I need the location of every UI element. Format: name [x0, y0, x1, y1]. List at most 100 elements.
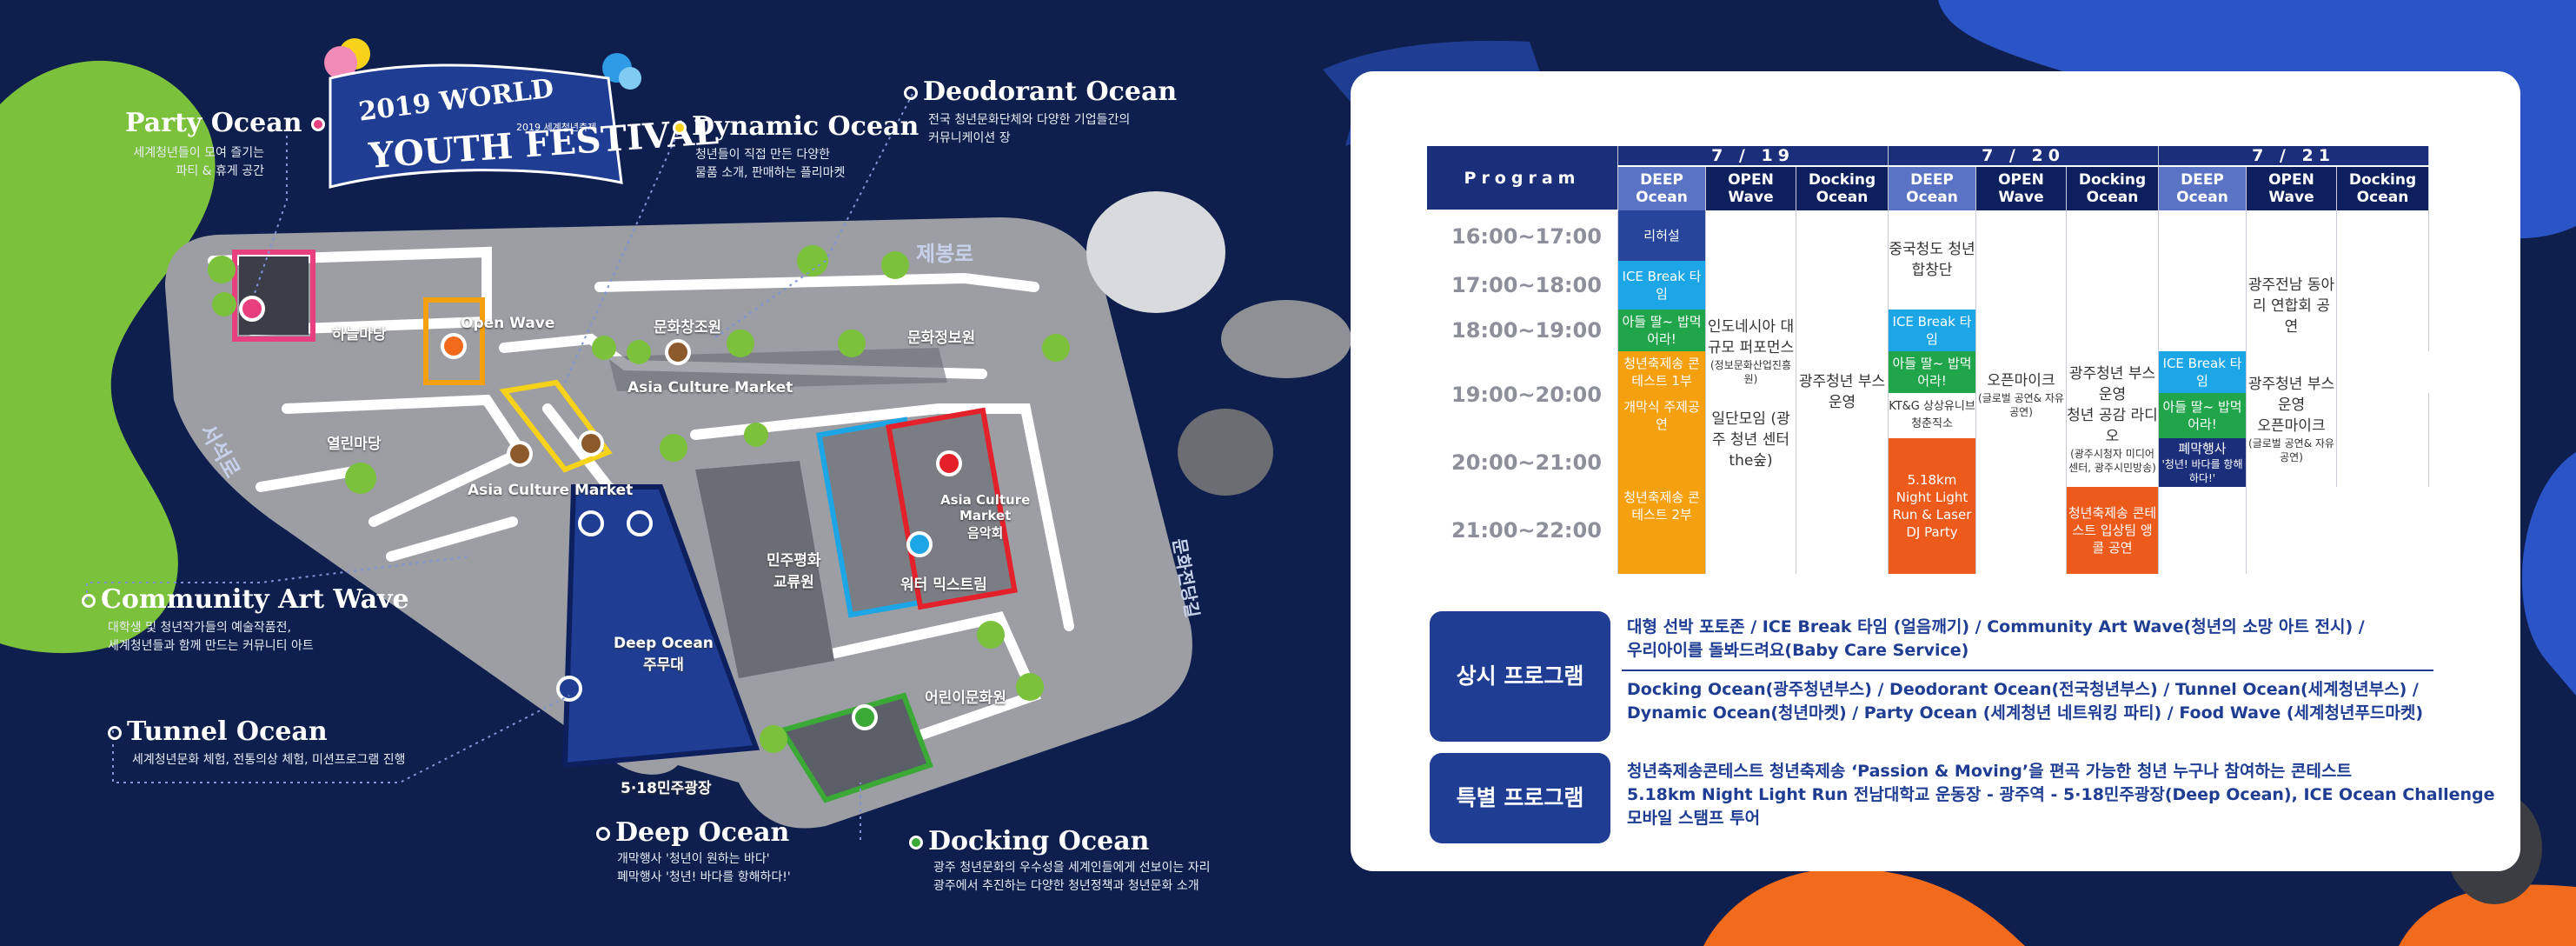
party-ocean-dot	[310, 117, 325, 131]
schedule-cell-empty	[1705, 487, 1796, 574]
schedule-cell: 폐막행사'청년! 바다를 항해하다!'	[2158, 438, 2247, 487]
schedule-cell-empty	[2336, 393, 2429, 487]
green-blob	[0, 60, 216, 654]
tunnel-ocean-desc: 세계청년문화 체험, 전통의상 체험, 미션프로그램 진행	[132, 753, 406, 767]
special-program-text: 청년축제송콘테스트 청년축제송 ‘Passion & Moving’을 편곡 가…	[1627, 762, 2495, 828]
date-7-19: 7 / 19	[1617, 146, 1889, 167]
schedule-cell: 인도네시아 대규모 퍼포먼스(정보문화산업진흥원)	[1705, 310, 1796, 393]
time-slot: 17:00~18:00	[1427, 261, 1618, 310]
concert-area	[886, 407, 1018, 610]
deodorant-ocean-dot	[904, 86, 918, 100]
tunnel-ocean-dot	[108, 726, 122, 740]
festival-flag	[329, 63, 623, 189]
deodorant-ocean-title: Deodorant Ocean	[904, 77, 1177, 107]
deep-ocean-title: Deep Ocean	[596, 817, 789, 848]
tunnel-ocean-title: Tunnel Ocean	[108, 716, 328, 747]
sky-yard	[232, 250, 315, 342]
schedule-cell: ICE Break 타임	[1617, 261, 1706, 310]
schedule-cell: 아들 딸~ 밥먹어라!	[1617, 310, 1706, 351]
special-program-label: 특별 프로그램	[1430, 753, 1610, 843]
time-slot: 16:00~17:00	[1427, 210, 1618, 261]
sky-yard-floor	[239, 256, 309, 335]
docking-ocean-title: Docking Ocean	[909, 826, 1149, 856]
venue-deep-21: DEEP Ocean	[2158, 166, 2247, 210]
community-art-wave-title: Community Art Wave	[82, 584, 409, 615]
permanent-program-label: 상시 프로그램	[1430, 611, 1610, 742]
docking-ocean-dot	[909, 836, 923, 849]
schedule-cell-empty	[1975, 438, 2067, 574]
schedule-cell: 개막식 주제공연	[1617, 393, 1706, 438]
gramophone-sculpture	[1178, 409, 1273, 496]
venue-deep-20: DEEP Ocean	[1888, 166, 1976, 210]
schedule-cell-empty	[2158, 487, 2247, 574]
deep-ocean-desc: 개막행사 '청년이 원하는 바다'폐막행사 '청년! 바다를 항해하다!'	[617, 852, 791, 884]
venue-dock-21: Docking Ocean	[2336, 166, 2429, 210]
party-ocean-title: Party Ocean	[125, 108, 330, 138]
schedule-cell: 아들 딸~ 밥먹어라!	[2158, 393, 2247, 438]
schedule-cell-empty	[1975, 210, 2067, 351]
schedule-cell: 일단모임 (광주 청년 센터the숲)	[1705, 393, 1796, 487]
schedule-cell-empty	[2158, 210, 2247, 351]
dynamic-ocean-dot	[673, 121, 687, 135]
date-7-21: 7 / 21	[2158, 146, 2429, 167]
map-label-asia-culture-market-1: Asia Culture Market	[627, 379, 793, 396]
schedule-cell-empty	[2336, 210, 2429, 351]
turtle-sculpture	[1221, 300, 1351, 378]
schedule-cell: ICE Break 타임	[1888, 310, 1976, 351]
orange-blob-right	[2399, 884, 2576, 946]
community-art-wave-dot	[82, 594, 96, 608]
map-label-culture-creation: 문화창조원	[654, 319, 722, 336]
dynamic-ocean-area	[499, 379, 613, 473]
map-label-children: 어린이문화원	[925, 690, 1006, 707]
venue-open-20: OPEN Wave	[1975, 166, 2067, 210]
schedule-cell: 청년축제송 콘테스트 2부	[1617, 438, 1706, 574]
street-jebong: 제봉로	[916, 242, 974, 266]
time-slot: 19:00~20:00	[1427, 351, 1618, 438]
map-label-sky-yard: 하늘마당	[332, 326, 387, 343]
schedule-cell: KT&G 상상유니브 청춘직소	[1888, 393, 1976, 438]
map-label-open-yard: 열린마당	[327, 436, 382, 453]
schedule-cell-empty	[2066, 210, 2159, 351]
deep-ocean-dot	[596, 827, 610, 841]
map-label-518-square: 5·18민주광장	[621, 780, 712, 797]
venue-dock-20: Docking Ocean	[2066, 166, 2159, 210]
date-7-20: 7 / 20	[1888, 146, 2159, 167]
map-label-asia-culture-market-2: Asia Culture Market	[468, 482, 634, 499]
blue-blob-right	[2521, 452, 2576, 696]
schedule-date-row: Program 7 / 19 7 / 20 7 / 21	[1427, 146, 2429, 211]
schedule-cell: 청년축제송 콘테스트 1부	[1617, 351, 1706, 393]
venue-open-21: OPEN Wave	[2246, 166, 2337, 210]
time-slot: 18:00~19:00	[1427, 310, 1618, 351]
schedule-cell-empty	[1705, 210, 1796, 310]
schedule-cell-empty	[2246, 210, 2337, 261]
schedule-cell: 중국청도 청년합창단	[1888, 210, 1976, 310]
schedule-table: Program 7 / 19 7 / 20 7 / 21 DEEP Ocean …	[1427, 146, 2429, 574]
community-art-wave-desc: 대학생 및 청년작가들의 예술작품전,세계청년들과 함께 만드는 커뮤니티 아트	[108, 621, 314, 653]
creation-building	[608, 348, 947, 391]
schedule-cell: 5.18km Night Light Run & Laser DJ Party	[1888, 438, 1976, 574]
democracy-building	[695, 461, 834, 678]
program-header: Program	[1427, 146, 1618, 211]
deep-ocean-stage	[561, 484, 760, 769]
map-label-culture-info: 문화정보원	[907, 330, 976, 347]
open-wave-stage	[423, 297, 485, 385]
schedule-cell: 아들 딸~ 밥먹어라!	[1888, 351, 1976, 393]
map-label-open-wave: Open Wave	[461, 315, 555, 332]
schedule-cell: 광주청년 부스 운영	[1796, 210, 1889, 574]
program-divider	[1622, 670, 2433, 671]
time-slot: 20:00~21:00	[1427, 438, 1618, 487]
schedule-cell: ICE Break 타임	[2158, 351, 2247, 393]
orange-blob	[1703, 868, 2025, 946]
time-slot: 21:00~22:00	[1427, 487, 1618, 574]
venue-open-19: OPEN Wave	[1705, 166, 1796, 210]
shell-sculpture	[1086, 191, 1225, 313]
schedule-cell: 광주전남 동아리 연합회 공연	[2246, 261, 2337, 351]
venue-deep-19: DEEP Ocean	[1617, 166, 1706, 210]
